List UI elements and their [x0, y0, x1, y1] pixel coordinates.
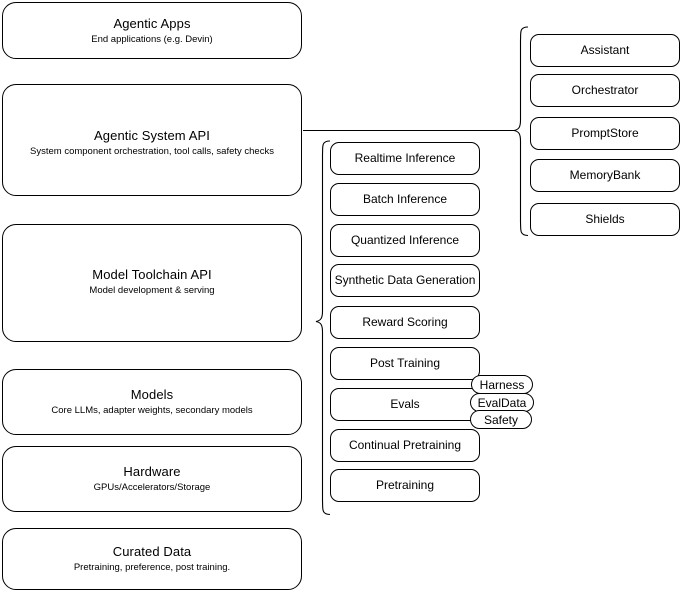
component-label: Batch Inference — [362, 192, 448, 206]
layer-subtitle: GPUs/Accelerators/Storage — [93, 482, 211, 493]
component-label: Pretraining — [375, 478, 435, 492]
system-component-label: Shields — [585, 212, 625, 226]
layer-models[interactable]: Models Core LLMs, adapter weights, secon… — [2, 369, 302, 435]
component-label: Continual Pretraining — [348, 438, 462, 452]
component-batch-inference[interactable]: Batch Inference — [330, 183, 480, 216]
layer-subtitle: Pretraining, preference, post training. — [73, 562, 231, 573]
system-component-assistant[interactable]: Assistant — [530, 34, 680, 67]
component-realtime-inference[interactable]: Realtime Inference — [330, 142, 480, 175]
evals-tag-harness[interactable]: Harness — [471, 375, 533, 394]
component-evals[interactable]: Evals — [330, 388, 480, 421]
system-component-shields[interactable]: Shields — [530, 203, 680, 236]
system-component-orchestrator[interactable]: Orchestrator — [530, 74, 680, 107]
right-curly-brace — [513, 26, 529, 237]
system-component-promptstore[interactable]: PromptStore — [530, 117, 680, 150]
layer-agentic-apps[interactable]: Agentic Apps End applications (e.g. Devi… — [2, 2, 302, 59]
component-quantized-inference[interactable]: Quantized Inference — [330, 224, 480, 257]
evals-tag-safety[interactable]: Safety — [470, 410, 532, 429]
component-synthetic-data-generation[interactable]: Synthetic Data Generation — [330, 264, 480, 297]
component-label: Synthetic Data Generation — [334, 273, 476, 287]
component-label: Post Training — [369, 356, 441, 370]
evals-tag-label: EvalData — [477, 395, 527, 410]
layer-title: Model Toolchain API — [92, 267, 212, 282]
component-post-training[interactable]: Post Training — [330, 347, 480, 380]
layer-subtitle: End applications (e.g. Devin) — [91, 33, 213, 45]
layer-subtitle: System component orchestration, tool cal… — [30, 146, 274, 157]
system-component-label: Orchestrator — [571, 83, 639, 97]
component-label: Reward Scoring — [362, 315, 448, 329]
evals-tag-label: Safety — [483, 412, 519, 427]
component-label: Realtime Inference — [354, 151, 456, 165]
layer-title: Agentic Apps — [113, 15, 191, 31]
layer-title: Models — [130, 387, 174, 402]
layer-subtitle: Core LLMs, adapter weights, secondary mo… — [51, 405, 253, 416]
layer-curated-data[interactable]: Curated Data Pretraining, preference, po… — [2, 528, 302, 590]
system-component-label: PromptStore — [571, 126, 639, 140]
component-continual-pretraining[interactable]: Continual Pretraining — [330, 429, 480, 462]
left-curly-brace — [315, 140, 331, 516]
layer-hardware[interactable]: Hardware GPUs/Accelerators/Storage — [2, 446, 302, 512]
component-pretraining[interactable]: Pretraining — [330, 469, 480, 502]
layer-title: Agentic System API — [94, 128, 210, 143]
evals-tag-label: Harness — [479, 377, 525, 392]
layer-model-toolchain-api[interactable]: Model Toolchain API Model development & … — [2, 224, 302, 342]
layer-title: Curated Data — [112, 544, 192, 559]
component-label: Quantized Inference — [350, 233, 460, 247]
system-component-memorybank[interactable]: MemoryBank — [530, 159, 680, 192]
system-component-label: MemoryBank — [569, 168, 641, 182]
layer-title: Hardware — [123, 464, 181, 479]
component-label: Evals — [390, 397, 420, 411]
layer-agentic-system-api[interactable]: Agentic System API System component orch… — [2, 84, 302, 196]
layer-subtitle: Model development & serving — [89, 285, 215, 296]
component-reward-scoring[interactable]: Reward Scoring — [330, 306, 480, 339]
system-component-label: Assistant — [580, 43, 630, 57]
